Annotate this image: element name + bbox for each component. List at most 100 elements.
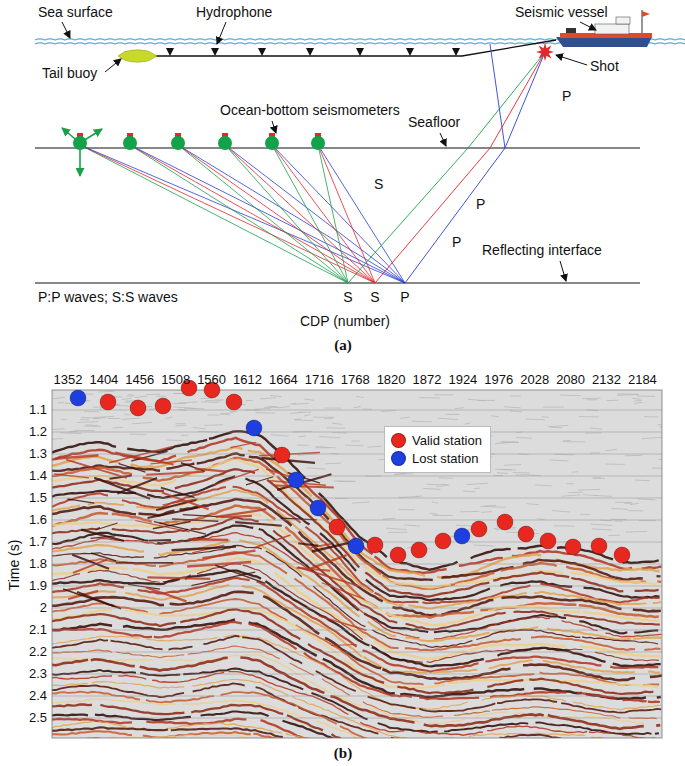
noise-trace	[516, 437, 532, 439]
noise-trace	[437, 418, 458, 420]
valid-station-dot	[565, 539, 581, 555]
seismic-reflector	[653, 601, 661, 604]
y-tick-label: 1.7	[29, 535, 47, 550]
y-tick-label: 1.4	[29, 469, 47, 484]
legend-box: Valid stationLost station	[384, 426, 491, 473]
legend-row: Valid station	[391, 433, 482, 449]
seismic-reflector	[55, 455, 99, 459]
valid-station-dot	[329, 519, 345, 535]
seismic-reflector	[63, 589, 121, 609]
grid-line	[52, 674, 662, 675]
hydrophone-symbol	[166, 48, 174, 56]
seismic-reflector	[322, 679, 350, 695]
lost-station-dot	[348, 538, 364, 554]
noise-trace	[612, 508, 629, 509]
streamer	[150, 40, 556, 56]
noise-trace	[75, 430, 95, 431]
x-tick-label: 1352	[54, 373, 83, 388]
lost-station-dot	[310, 500, 326, 516]
noise-trace	[201, 401, 219, 403]
noise-trace	[474, 488, 480, 490]
noise-trace	[204, 424, 223, 426]
seismic-reflector	[244, 609, 340, 656]
valid-station-dot	[411, 542, 427, 558]
grid-line	[52, 696, 662, 697]
seismic-reflector	[536, 722, 652, 734]
vessel-flag	[642, 11, 650, 17]
ray-path	[80, 145, 348, 283]
noise-trace	[593, 478, 605, 479]
seismic-reflector	[140, 658, 228, 671]
seismic-reflector	[652, 596, 660, 599]
seismic-reflector	[266, 519, 382, 611]
noise-trace	[522, 475, 541, 476]
noise-trace	[618, 393, 639, 395]
seismic-reflector	[52, 731, 132, 735]
seismic-reflector	[286, 734, 398, 738]
seismic-reflector	[193, 683, 245, 691]
seismic-reflector	[116, 652, 184, 658]
seismic-reflector	[500, 735, 600, 738]
y-tick-label: 2.1	[29, 623, 47, 638]
grid-line	[52, 630, 662, 631]
noise-trace	[628, 510, 643, 511]
noise-trace	[423, 488, 441, 490]
noise-trace	[474, 545, 494, 546]
seismic-reflector	[375, 557, 447, 573]
noise-trace	[560, 395, 581, 397]
noise-trace	[587, 399, 597, 400]
noise-trace	[617, 394, 638, 396]
noise-trace	[526, 419, 545, 421]
noise-trace	[386, 528, 407, 529]
component-arrow	[62, 128, 80, 143]
legend-row: Lost station	[391, 451, 482, 467]
noise-trace	[345, 445, 363, 447]
noise-trace	[165, 417, 173, 418]
noise-trace	[130, 434, 147, 436]
seismic-reflector	[332, 734, 368, 738]
noise-trace	[181, 434, 189, 436]
time-grid	[52, 410, 662, 718]
seismic-reflector	[584, 588, 660, 598]
seismic-reflector	[246, 477, 274, 485]
seismic-reflector	[172, 547, 236, 551]
seismic-reflector	[385, 613, 481, 625]
hydrophone-symbol	[406, 48, 414, 56]
vessel-cabin	[595, 24, 629, 34]
section-ground	[52, 390, 662, 738]
noise-trace	[419, 397, 439, 398]
noise-trace	[167, 440, 182, 442]
seismic-reflector	[623, 700, 647, 701]
seismic-reflector	[146, 637, 218, 641]
valid-station-dot	[367, 537, 383, 553]
noise-trace	[184, 408, 204, 410]
seismic-reflector	[442, 567, 514, 578]
sea-surface-label: Sea surface	[38, 4, 113, 20]
leader-arrow	[440, 133, 446, 146]
seismic-reflector	[215, 565, 265, 583]
noise-trace	[122, 398, 132, 399]
y-tick-label: 1.1	[29, 403, 47, 418]
noise-trace	[592, 477, 601, 478]
noise-trace	[58, 402, 65, 403]
point-label: S	[370, 289, 379, 305]
seismic-reflector	[52, 545, 144, 552]
noise-trace	[325, 463, 341, 465]
seismic-reflector	[584, 716, 644, 723]
interface-line	[35, 282, 640, 283]
grid-line	[52, 608, 662, 609]
seismic-reflector	[406, 613, 506, 630]
valid-station-dot	[155, 398, 171, 414]
y-tick-label: 2	[40, 601, 47, 616]
seismic-reflector	[340, 726, 416, 738]
noise-trace	[156, 396, 166, 397]
seismic-reflector	[255, 535, 291, 548]
noise-trace	[61, 432, 82, 434]
valid-station-dot	[100, 394, 116, 410]
seismic-reflector	[170, 592, 254, 605]
seismic-reflector	[52, 660, 88, 665]
noise-trace	[513, 472, 530, 473]
axis-title: Time (s)	[6, 540, 22, 591]
seismic-reflector	[434, 617, 550, 639]
noise-trace	[630, 503, 639, 504]
